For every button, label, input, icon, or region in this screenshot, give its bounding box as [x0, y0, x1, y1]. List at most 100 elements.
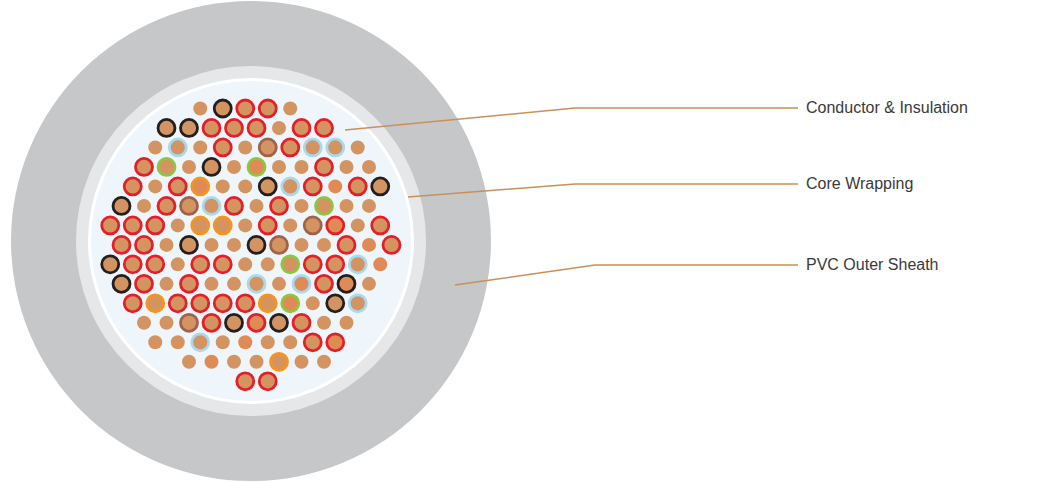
core-conductor	[171, 218, 185, 232]
core-conductor	[259, 217, 276, 234]
core-conductor	[160, 277, 174, 291]
core-conductor	[338, 275, 355, 292]
core-conductor	[137, 199, 151, 213]
core-conductor	[271, 236, 288, 253]
core-conductor	[192, 295, 209, 312]
leader-line	[455, 265, 798, 285]
core-conductor	[304, 334, 321, 351]
core-conductor	[136, 158, 153, 175]
part-label: PVC Outer Sheath	[806, 255, 939, 274]
core-conductor	[304, 256, 321, 273]
core-conductor	[282, 256, 299, 273]
part-label: Conductor & Insulation	[806, 98, 968, 117]
core-conductor	[237, 100, 254, 117]
core-conductor	[203, 314, 220, 331]
core-conductor	[373, 257, 387, 271]
core-conductor	[327, 295, 344, 312]
core-conductor	[259, 178, 276, 195]
part-label: Core Wrapping	[806, 174, 913, 193]
core-conductor	[137, 316, 151, 330]
core-conductor	[203, 197, 220, 214]
core-conductor	[351, 218, 365, 232]
core-conductor	[113, 197, 130, 214]
core-conductor	[248, 275, 265, 292]
core-conductor	[226, 119, 243, 136]
core-conductor	[340, 316, 354, 330]
core-area	[88, 78, 414, 404]
core-conductor	[362, 277, 376, 291]
core-conductor	[136, 275, 153, 292]
core-conductor	[327, 256, 344, 273]
core-conductor	[227, 355, 241, 369]
core-conductor	[328, 179, 342, 193]
core-conductor	[226, 197, 243, 214]
core-conductor	[238, 335, 252, 349]
core-conductor	[205, 355, 219, 369]
core-conductor	[316, 197, 333, 214]
core-conductor	[271, 197, 288, 214]
core-conductor	[237, 373, 254, 390]
core-conductor	[160, 238, 174, 252]
core-conductor	[317, 355, 331, 369]
core-conductor	[295, 238, 309, 252]
core-conductor	[169, 295, 186, 312]
core-conductor	[372, 217, 389, 234]
core-conductor	[317, 316, 331, 330]
core-conductor	[193, 140, 207, 154]
conductor-cores	[102, 100, 400, 390]
core-conductor	[192, 256, 209, 273]
leader-line	[408, 184, 798, 197]
core-conductor	[113, 236, 130, 253]
core-conductor	[283, 101, 297, 115]
core-conductor	[327, 139, 344, 156]
core-conductor	[227, 160, 241, 174]
core-conductor	[304, 178, 321, 195]
core-conductor	[261, 335, 275, 349]
core-conductor	[259, 139, 276, 156]
core-conductor	[250, 199, 264, 213]
core-conductor	[102, 256, 119, 273]
core-conductor	[113, 275, 130, 292]
core-conductor	[316, 275, 333, 292]
core-conductor	[124, 217, 141, 234]
core-conductor	[316, 119, 333, 136]
core-conductor	[203, 119, 220, 136]
core-conductor	[227, 277, 241, 291]
core-conductor	[349, 178, 366, 195]
core-conductor	[148, 335, 162, 349]
core-conductor	[124, 178, 141, 195]
core-conductor	[293, 275, 310, 292]
core-conductor	[238, 257, 252, 271]
core-conductor	[182, 355, 196, 369]
core-conductor	[362, 238, 376, 252]
core-conductor	[295, 355, 309, 369]
core-conductor	[181, 314, 198, 331]
core-conductor	[214, 256, 231, 273]
core-conductor	[193, 101, 207, 115]
core-conductor	[362, 160, 376, 174]
core-conductor	[272, 160, 286, 174]
core-conductor	[171, 257, 185, 271]
core-conductor	[327, 334, 344, 351]
core-conductor	[181, 275, 198, 292]
core-conductor	[304, 139, 321, 156]
core-conductor	[148, 179, 162, 193]
core-wrapping	[76, 66, 426, 416]
core-conductor	[124, 256, 141, 273]
core-conductor	[304, 217, 321, 234]
core-conductor	[272, 277, 286, 291]
core-conductor	[283, 335, 297, 349]
core-conductor	[327, 217, 344, 234]
core-conductor	[349, 256, 366, 273]
core-conductor	[295, 199, 309, 213]
core-conductor	[216, 335, 230, 349]
core-conductor	[181, 197, 198, 214]
core-conductor	[261, 257, 275, 271]
core-conductor	[147, 256, 164, 273]
core-conductor	[214, 295, 231, 312]
core-conductor	[147, 295, 164, 312]
core-conductor	[248, 314, 265, 331]
core-conductor	[171, 335, 185, 349]
core-conductor	[272, 121, 286, 135]
